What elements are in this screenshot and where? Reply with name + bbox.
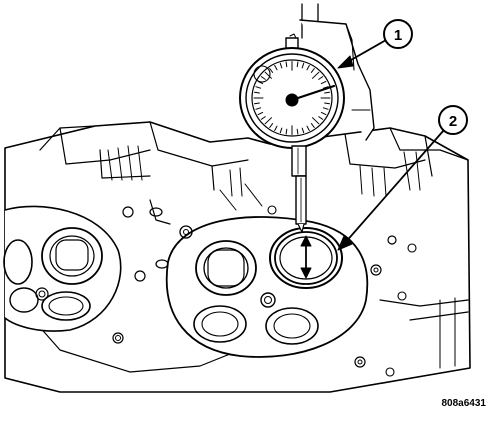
dial-tick bbox=[264, 117, 272, 125]
dial-tick bbox=[324, 91, 330, 94]
dial-tick bbox=[254, 91, 260, 94]
dial-tick bbox=[285, 61, 288, 68]
dial-tick bbox=[269, 123, 274, 128]
dial-tick bbox=[322, 107, 329, 110]
dial-tick bbox=[274, 65, 278, 71]
dial-tick bbox=[301, 127, 305, 134]
dial-tick bbox=[318, 76, 324, 80]
dial-tick bbox=[306, 65, 310, 71]
figure-id: 808a6431 bbox=[442, 398, 487, 409]
dial-tick bbox=[310, 123, 315, 128]
callout-2: 2 bbox=[337, 105, 468, 251]
dial-tick bbox=[320, 111, 327, 116]
dial-tick bbox=[264, 71, 272, 79]
left-combustion-chamber bbox=[3, 205, 146, 344]
dial-tick bbox=[318, 116, 324, 120]
dial-tick bbox=[279, 127, 283, 134]
dial-tick bbox=[255, 107, 262, 110]
dial-tick bbox=[312, 71, 320, 79]
dial-ticks bbox=[253, 61, 331, 135]
dial-tick bbox=[255, 86, 262, 89]
dial-tick bbox=[301, 62, 305, 69]
dial-tick bbox=[257, 111, 264, 116]
dial-tick bbox=[322, 86, 329, 89]
dial-tick bbox=[320, 80, 327, 85]
dial-tick bbox=[274, 125, 278, 131]
dial-tick bbox=[306, 125, 310, 131]
dial-needle bbox=[290, 84, 336, 102]
dial-tick bbox=[285, 128, 288, 135]
exhaust-valve-seat bbox=[269, 227, 343, 289]
dial-tick bbox=[296, 128, 299, 135]
callout-1-number: 1 bbox=[394, 27, 402, 44]
dial-indicator bbox=[239, 3, 375, 233]
dial-tick bbox=[296, 61, 299, 68]
dial-tick bbox=[260, 76, 266, 80]
dial-tick bbox=[254, 102, 260, 105]
dial-tick bbox=[269, 68, 274, 73]
callout-1: 1 bbox=[337, 19, 413, 69]
dial-tick bbox=[279, 62, 283, 69]
dial-tick bbox=[324, 102, 330, 105]
dial-tick bbox=[312, 117, 320, 125]
callout-2-number: 2 bbox=[449, 113, 457, 130]
dial-tick bbox=[310, 68, 315, 73]
dial-tick bbox=[260, 116, 266, 120]
